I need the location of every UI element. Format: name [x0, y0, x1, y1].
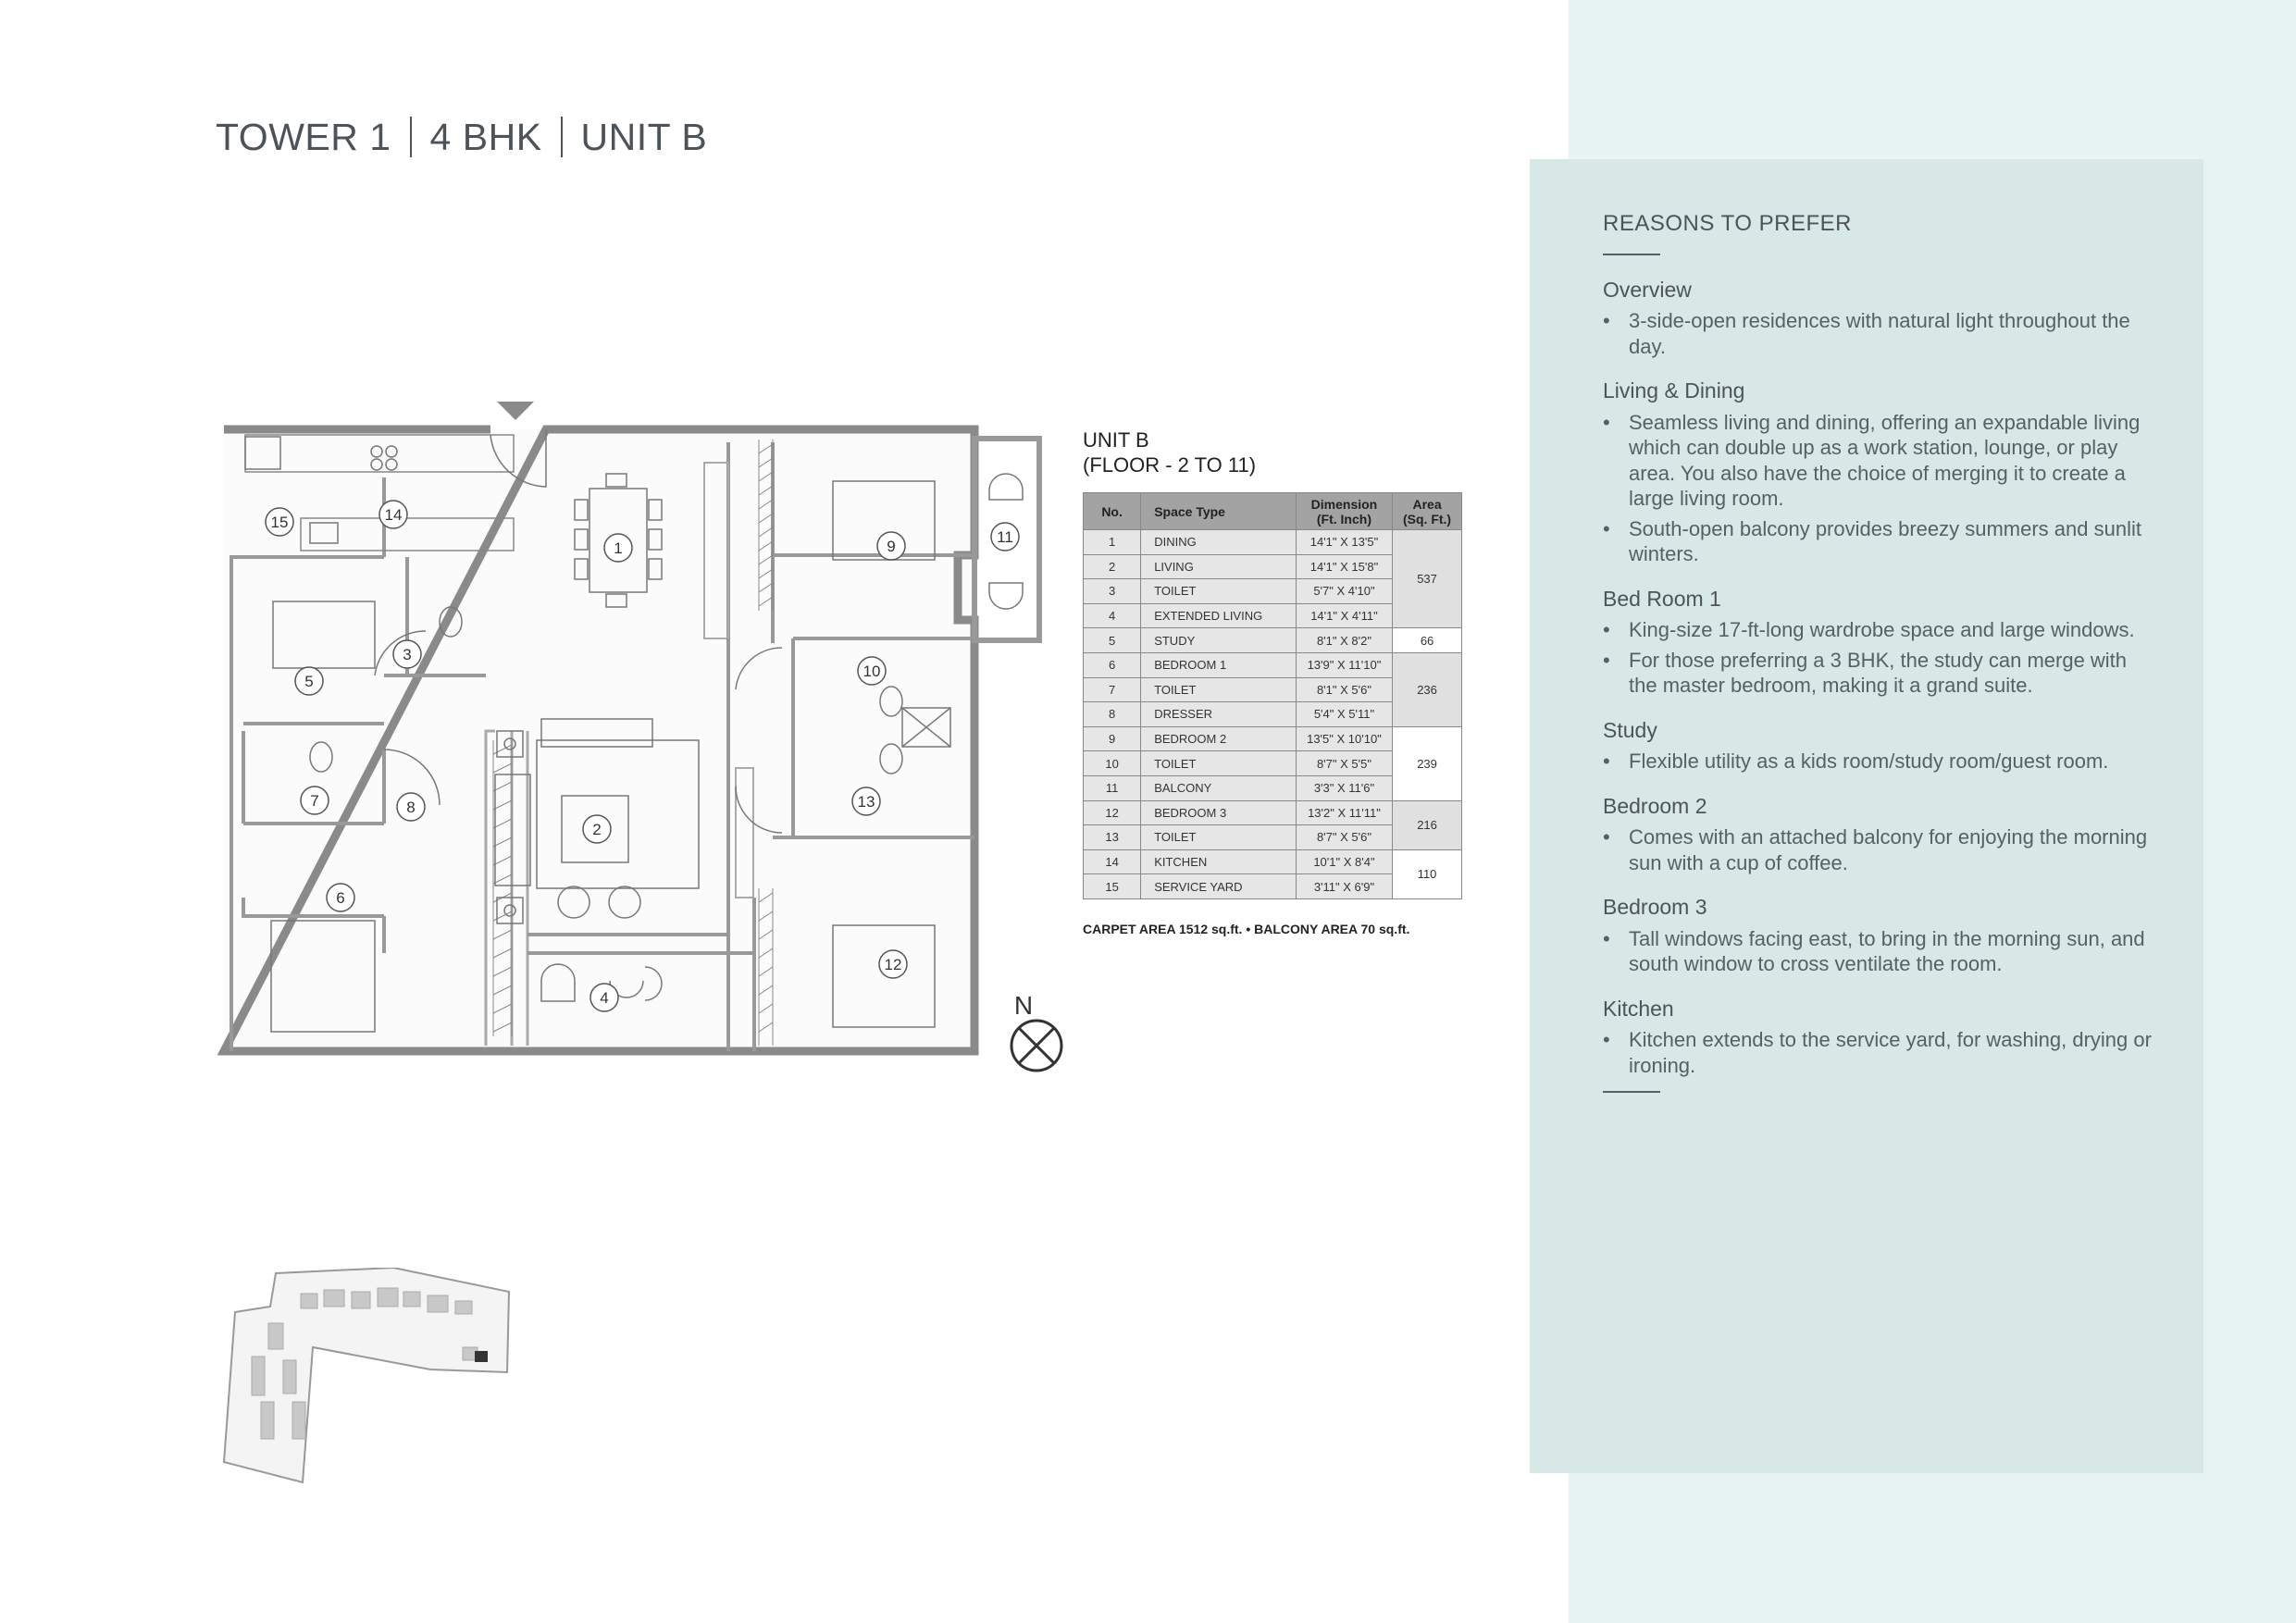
bullet-item: Tall windows facing east, to bring in th… [1603, 926, 2158, 977]
bullet-item: Seamless living and dining, offering an … [1603, 410, 2158, 512]
reasons-title: REASONS TO PREFER [1603, 211, 1853, 236]
svg-text:2: 2 [592, 821, 601, 838]
section-heading: Study [1603, 717, 1657, 742]
room-marker-14: 14 [379, 500, 408, 529]
section-bullets: Seamless living and dining, offering an … [1603, 410, 2158, 567]
bullet-item: Comes with an attached balcony for enjoy… [1603, 824, 2158, 875]
config-label: 4 BHK [429, 115, 542, 158]
room-marker-12: 12 [878, 949, 908, 979]
reasons-panel [1530, 159, 2203, 1473]
tower-label: TOWER 1 [216, 115, 391, 158]
table-header-row: No. Space Type Dimension(Ft. Inch) Area(… [1082, 492, 1462, 530]
page-title: TOWER 1 4 BHK UNIT B [216, 109, 707, 165]
section-bullets: Tall windows facing east, to bring in th… [1603, 926, 2158, 977]
area-cell: 239 [1392, 725, 1462, 801]
section-heading: Kitchen [1603, 996, 1674, 1021]
svg-text:9: 9 [887, 538, 895, 555]
svg-text:5: 5 [304, 673, 313, 690]
svg-text:10: 10 [863, 663, 881, 680]
reasons-list: REASONS TO PREFER Overview 3-side-open r… [1603, 211, 2158, 1093]
svg-text:8: 8 [406, 799, 415, 816]
col-dimension: Dimension(Ft. Inch) [1295, 492, 1394, 530]
svg-text:1: 1 [614, 539, 622, 557]
unit-label: UNIT B [580, 115, 708, 158]
room-marker-4: 4 [590, 983, 619, 1012]
section-bullets: Kitchen extends to the service yard, for… [1603, 1027, 2158, 1078]
closing-rule [1603, 1091, 1660, 1093]
section-heading: Bed Room 1 [1603, 586, 1721, 611]
svg-text:12: 12 [885, 956, 902, 973]
unit-location-marker [475, 1351, 488, 1362]
title-divider [409, 117, 412, 157]
unit-table-floors: (FLOOR - 2 TO 11) [1083, 453, 1257, 477]
bullet-item: Kitchen extends to the service yard, for… [1603, 1027, 2158, 1078]
svg-text:13: 13 [858, 793, 875, 811]
room-marker-1: 1 [603, 533, 633, 563]
area-cell: 110 [1392, 849, 1462, 899]
room-marker-8: 8 [396, 792, 426, 822]
svg-text:7: 7 [310, 792, 318, 810]
title-divider [560, 117, 563, 157]
area-cell: 216 [1392, 799, 1462, 850]
col-space: Space Type [1140, 492, 1297, 530]
area-cell: 66 [1392, 627, 1462, 653]
room-marker-6: 6 [326, 883, 355, 912]
room-marker-9: 9 [876, 531, 906, 561]
room-marker-11: 11 [990, 522, 1020, 551]
room-marker-15: 15 [265, 507, 294, 537]
area-cell: 236 [1392, 651, 1462, 727]
bullet-item: 3-side-open residences with natural ligh… [1603, 308, 2158, 359]
svg-text:3: 3 [403, 646, 411, 663]
room-marker-13: 13 [851, 787, 881, 816]
room-marker-2: 2 [582, 814, 612, 844]
section-bullets: 3-side-open residences with natural ligh… [1603, 308, 2158, 359]
site-key-plan [222, 1268, 511, 1484]
col-area: Area(Sq. Ft.) [1392, 492, 1462, 530]
entry-arrow-icon [497, 402, 534, 420]
room-marker-10: 10 [857, 656, 887, 686]
floor-plan: 1 2 3 4 5 6 7 8 9 10 11 12 13 14 15 [217, 402, 1042, 1056]
bullet-item: For those preferring a 3 BHK, the study … [1603, 648, 2158, 699]
svg-text:11: 11 [997, 528, 1013, 546]
section-heading: Living & Dining [1603, 378, 1745, 403]
title-rule [1603, 253, 1660, 255]
area-cell: 537 [1392, 528, 1462, 629]
col-no: No. [1082, 492, 1142, 530]
section-bullets: King-size 17-ft-long wardrobe space and … [1603, 617, 2158, 699]
svg-text:15: 15 [271, 514, 289, 531]
svg-text:6: 6 [336, 889, 344, 907]
room-marker-3: 3 [392, 639, 422, 669]
svg-text:14: 14 [385, 506, 403, 524]
section-heading: Overview [1603, 277, 1692, 302]
section-bullets: Flexible utility as a kids room/study ro… [1603, 749, 2158, 774]
bullet-item: King-size 17-ft-long wardrobe space and … [1603, 617, 2158, 643]
unit-table-title: UNIT B [1083, 428, 1149, 452]
room-marker-5: 5 [294, 666, 324, 696]
compass-north-label: N [1014, 991, 1033, 1020]
carpet-area-note: CARPET AREA 1512 sq.ft. • BALCONY AREA 7… [1083, 922, 1410, 936]
area-table: No. Space Type Dimension(Ft. Inch) Area(… [1082, 492, 1462, 899]
bullet-item: South-open balcony provides breezy summe… [1603, 516, 2158, 567]
unit-table-heading: UNIT B (FLOOR - 2 TO 11) [1083, 427, 1256, 477]
section-heading: Bedroom 3 [1603, 895, 1707, 919]
bullet-item: Flexible utility as a kids room/study ro… [1603, 749, 2158, 774]
section-heading: Bedroom 2 [1603, 793, 1707, 818]
svg-text:4: 4 [600, 989, 608, 1007]
north-compass-icon: N [1010, 991, 1063, 1072]
section-bullets: Comes with an attached balcony for enjoy… [1603, 824, 2158, 875]
room-marker-7: 7 [300, 786, 329, 815]
